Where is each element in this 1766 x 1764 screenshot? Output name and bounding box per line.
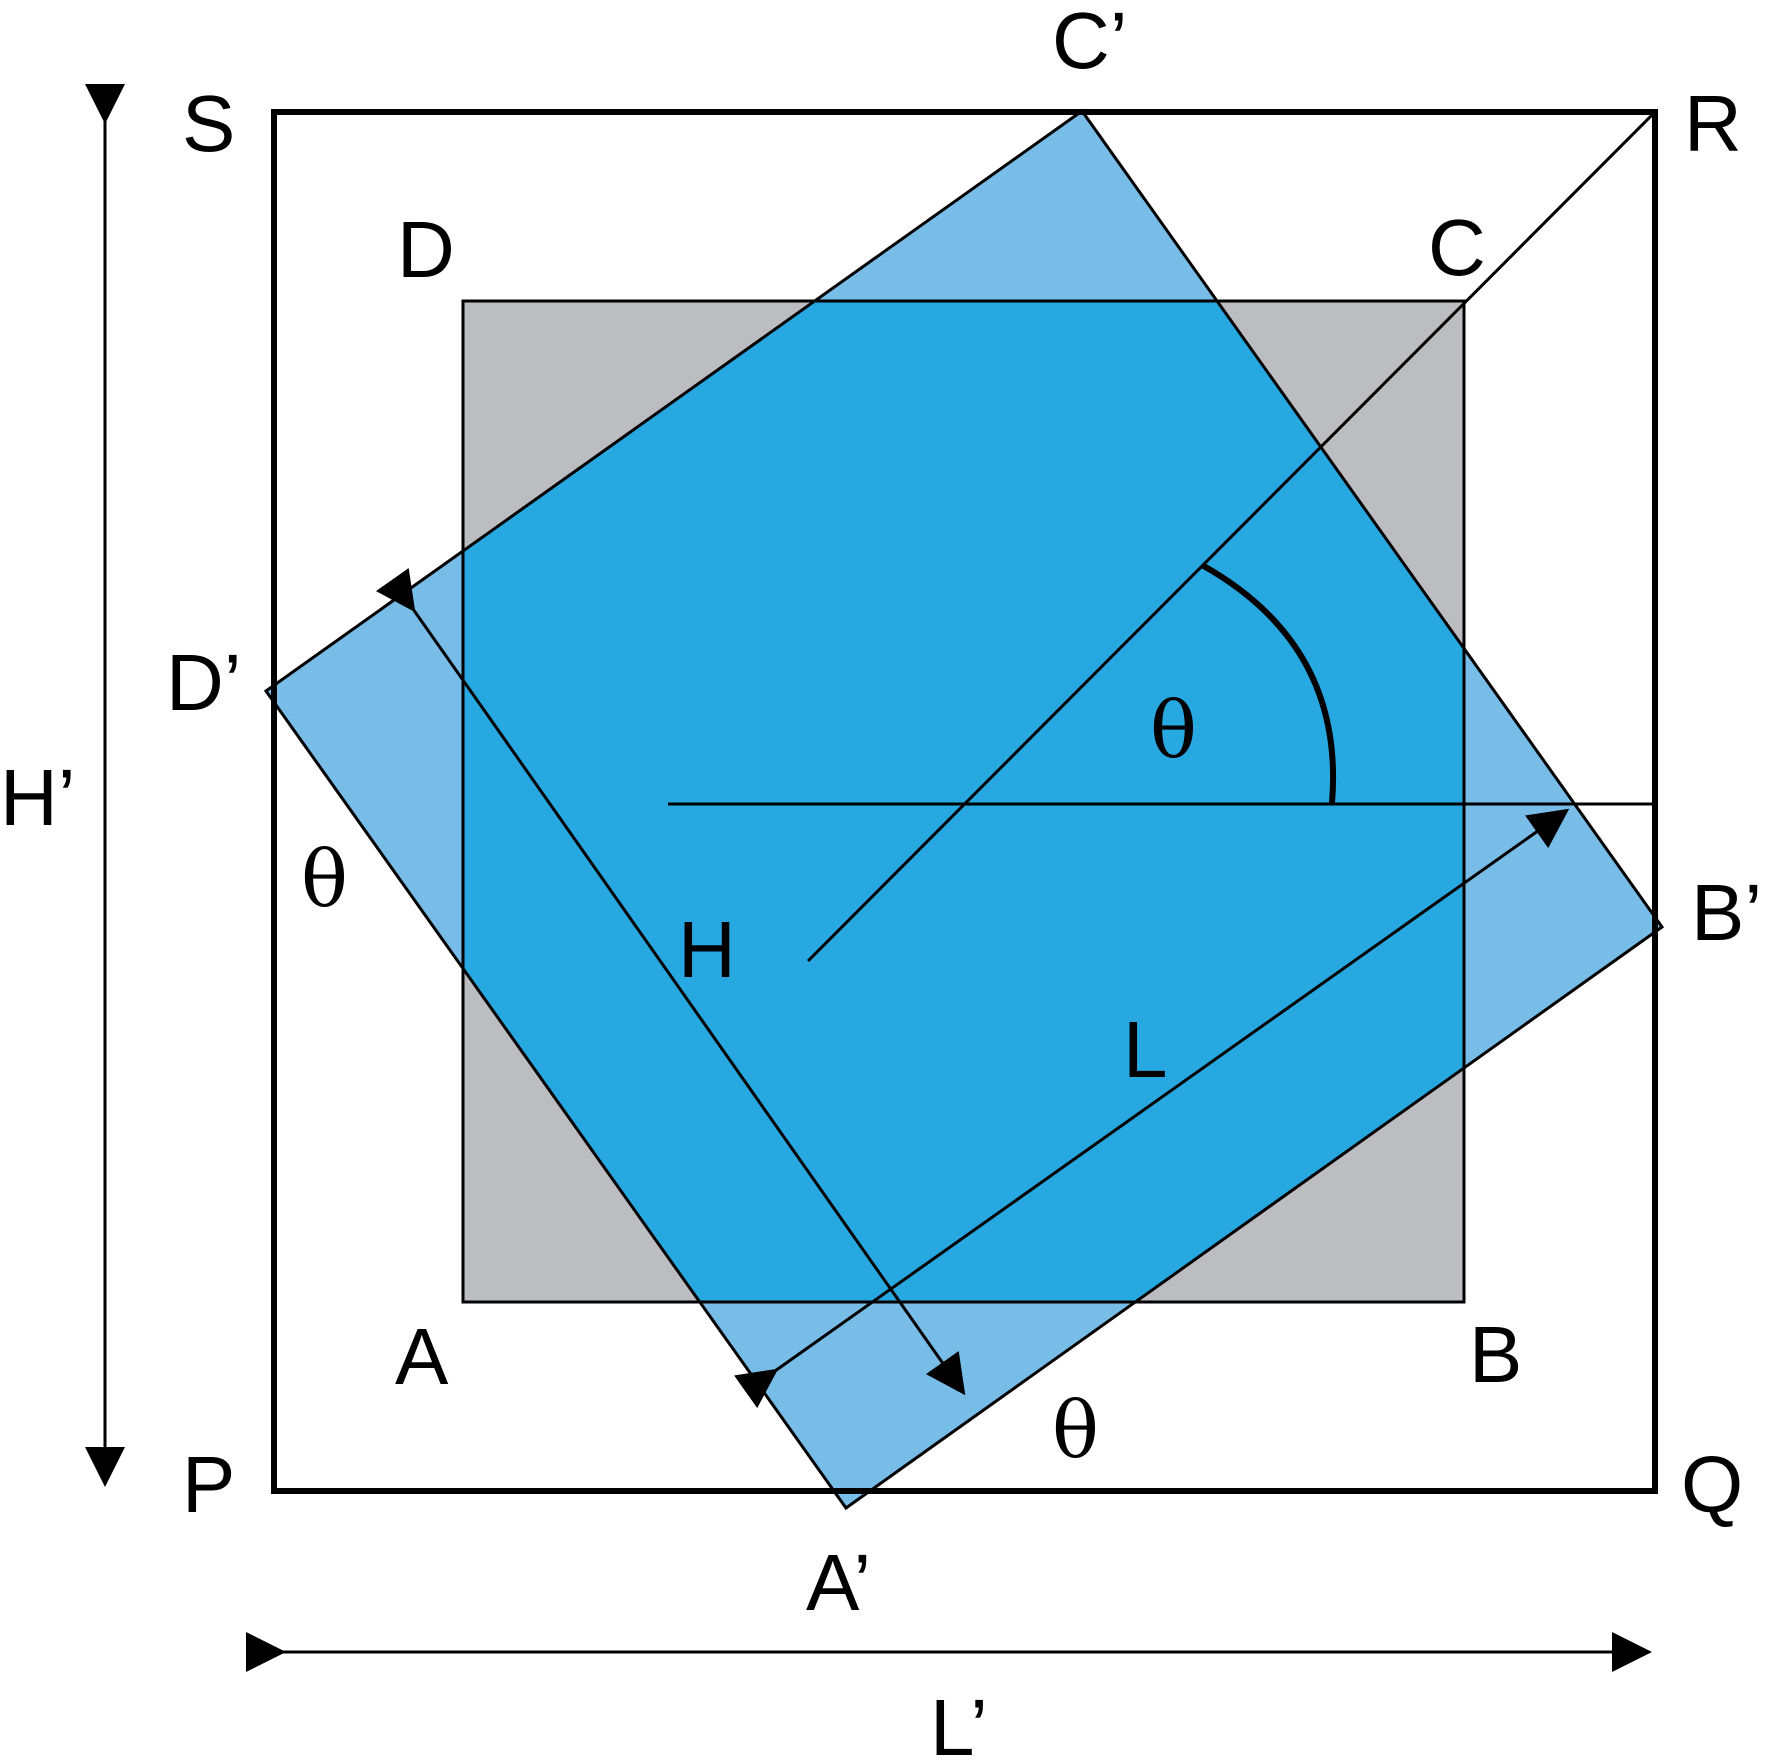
label-q: Q	[1681, 1440, 1743, 1529]
label-r: R	[1684, 79, 1742, 168]
label-s: S	[182, 79, 235, 168]
outer-rectangle-pqrs	[271, 109, 1658, 1494]
label-c-prime: C’	[1052, 0, 1128, 85]
label-h: H	[678, 905, 736, 994]
angle-arc	[1200, 562, 1336, 804]
theta-label-left: θ	[301, 835, 348, 925]
label-h-prime: H’	[0, 753, 76, 842]
label-b-prime: B’	[1691, 868, 1762, 957]
theta-label-bottom: θ	[1052, 1386, 1099, 1476]
l-dimension-arrow	[734, 808, 1570, 1409]
theta-label-center: θ	[1150, 686, 1197, 776]
label-b: B	[1469, 1310, 1522, 1399]
label-d-prime: D’	[166, 638, 242, 727]
label-d: D	[397, 205, 455, 294]
label-p: P	[182, 1440, 235, 1529]
label-a: A	[395, 1312, 449, 1401]
label-l-prime: L’	[930, 1683, 988, 1764]
label-c: C	[1428, 203, 1486, 292]
label-l: L	[1123, 1005, 1168, 1094]
label-a-prime: A’	[806, 1538, 871, 1627]
